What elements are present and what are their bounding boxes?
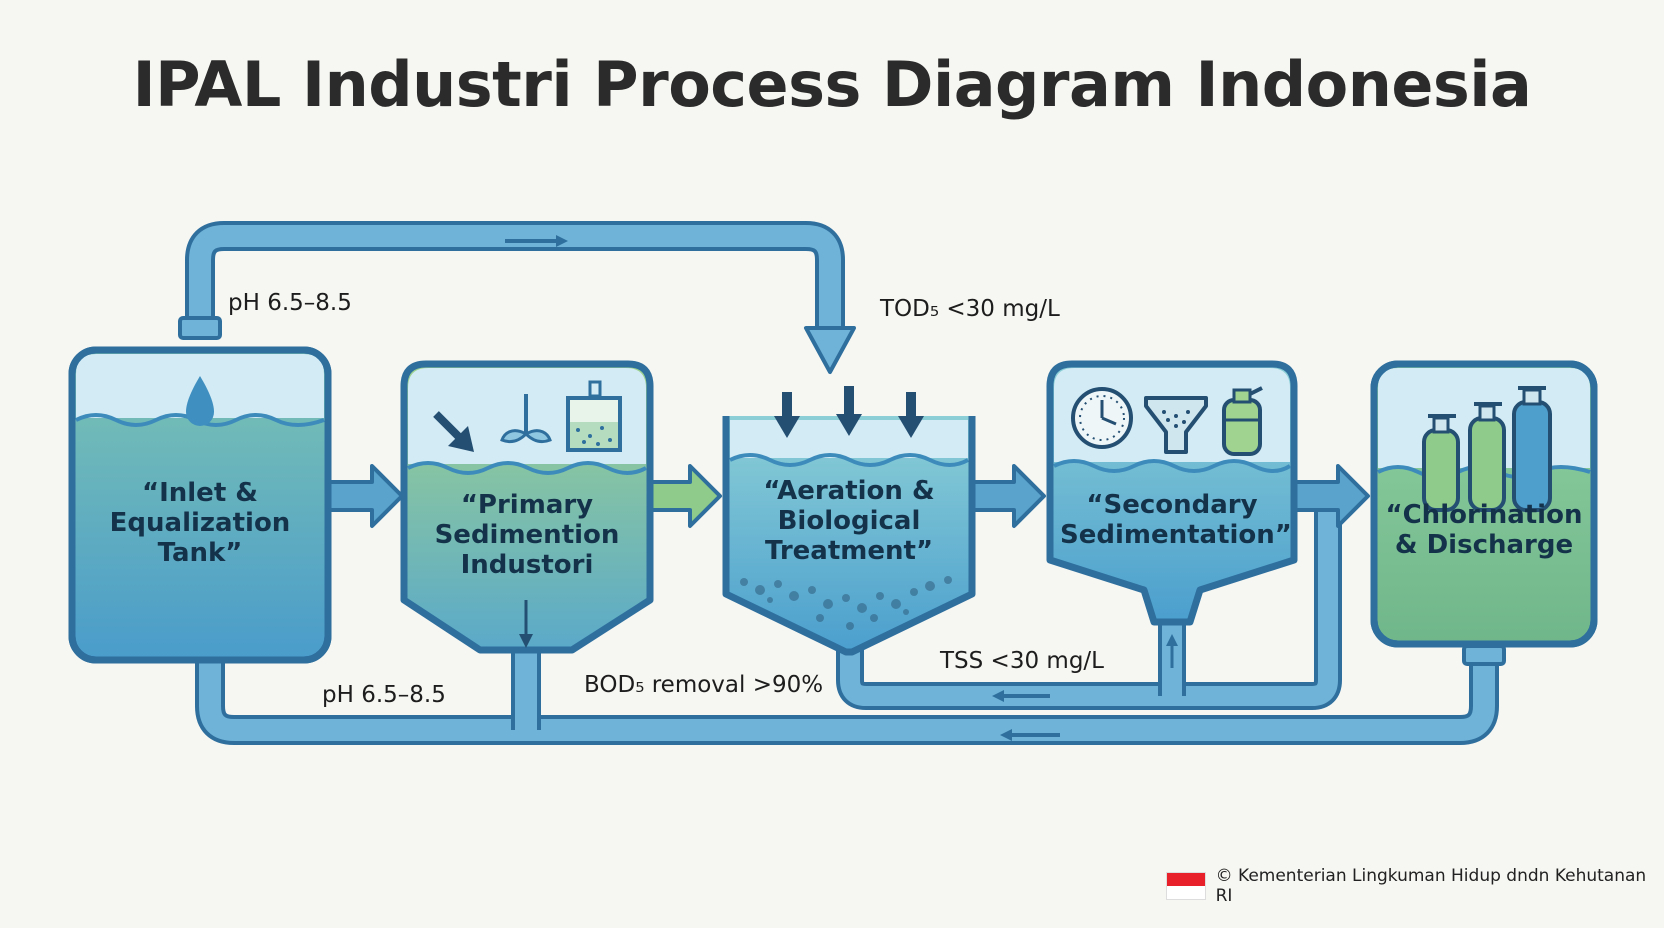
credit-line: © Kementerian Lingkuman Hidup dndn Kehut… bbox=[1166, 866, 1664, 906]
stage-label-inlet: “Inlet & Equalization Tank” bbox=[109, 478, 291, 568]
inlet-equalization-tank bbox=[68, 346, 332, 664]
secondary-sedimentation-tank bbox=[1046, 360, 1298, 626]
flow-arrow-2 bbox=[642, 464, 722, 528]
param-ph-bottom: pH 6.5–8.5 bbox=[322, 682, 446, 708]
secondary-return-pipe bbox=[836, 510, 1342, 710]
bubbles bbox=[740, 576, 952, 630]
param-tss: TSS <30 mg/L bbox=[940, 648, 1104, 674]
sludge-return-pipe-bottom bbox=[195, 644, 1506, 745]
mixer-icon bbox=[500, 394, 552, 444]
param-ph-top: pH 6.5–8.5 bbox=[228, 290, 352, 316]
stage-label-primary: “Primary Sedimention Industori bbox=[434, 490, 620, 580]
sludge-beaker-icon bbox=[566, 380, 622, 452]
param-tod: TOD₅ <30 mg/L bbox=[880, 296, 1060, 322]
indonesia-flag-icon bbox=[1166, 872, 1206, 900]
stage-label-secondary: “Secondary Sedimentation” bbox=[1060, 490, 1292, 550]
aeration-tank bbox=[722, 386, 976, 656]
air-input-arrow-icon bbox=[774, 386, 924, 438]
flow-arrow-3 bbox=[966, 464, 1046, 528]
chemical-dispenser-icon bbox=[1222, 386, 1263, 456]
inflow-arrow-icon bbox=[433, 411, 474, 452]
chlorine-cylinder-icon bbox=[1468, 402, 1506, 512]
param-bod: BOD₅ removal >90% bbox=[584, 672, 824, 698]
primary-sedimentation-tank bbox=[400, 360, 654, 654]
stage-label-chlorination: “Chlorination & Discharge bbox=[1385, 500, 1583, 560]
filter-funnel-icon bbox=[1144, 396, 1208, 454]
chlorine-cylinder-icon bbox=[1422, 414, 1460, 512]
clock-icon bbox=[1071, 387, 1133, 449]
chlorine-cylinder-icon bbox=[1512, 386, 1552, 512]
stage-label-aeration: “Aeration & Biological Treatment” bbox=[763, 476, 935, 566]
credit-text: © Kementerian Lingkuman Hidup dndn Kehut… bbox=[1215, 866, 1647, 906]
flow-arrow-1 bbox=[324, 464, 404, 528]
recirculation-pipe-top bbox=[178, 221, 856, 374]
page-title: IPAL Industri Process Diagram Indonesia bbox=[132, 48, 1532, 121]
chlorination-discharge-tank bbox=[1370, 360, 1598, 648]
